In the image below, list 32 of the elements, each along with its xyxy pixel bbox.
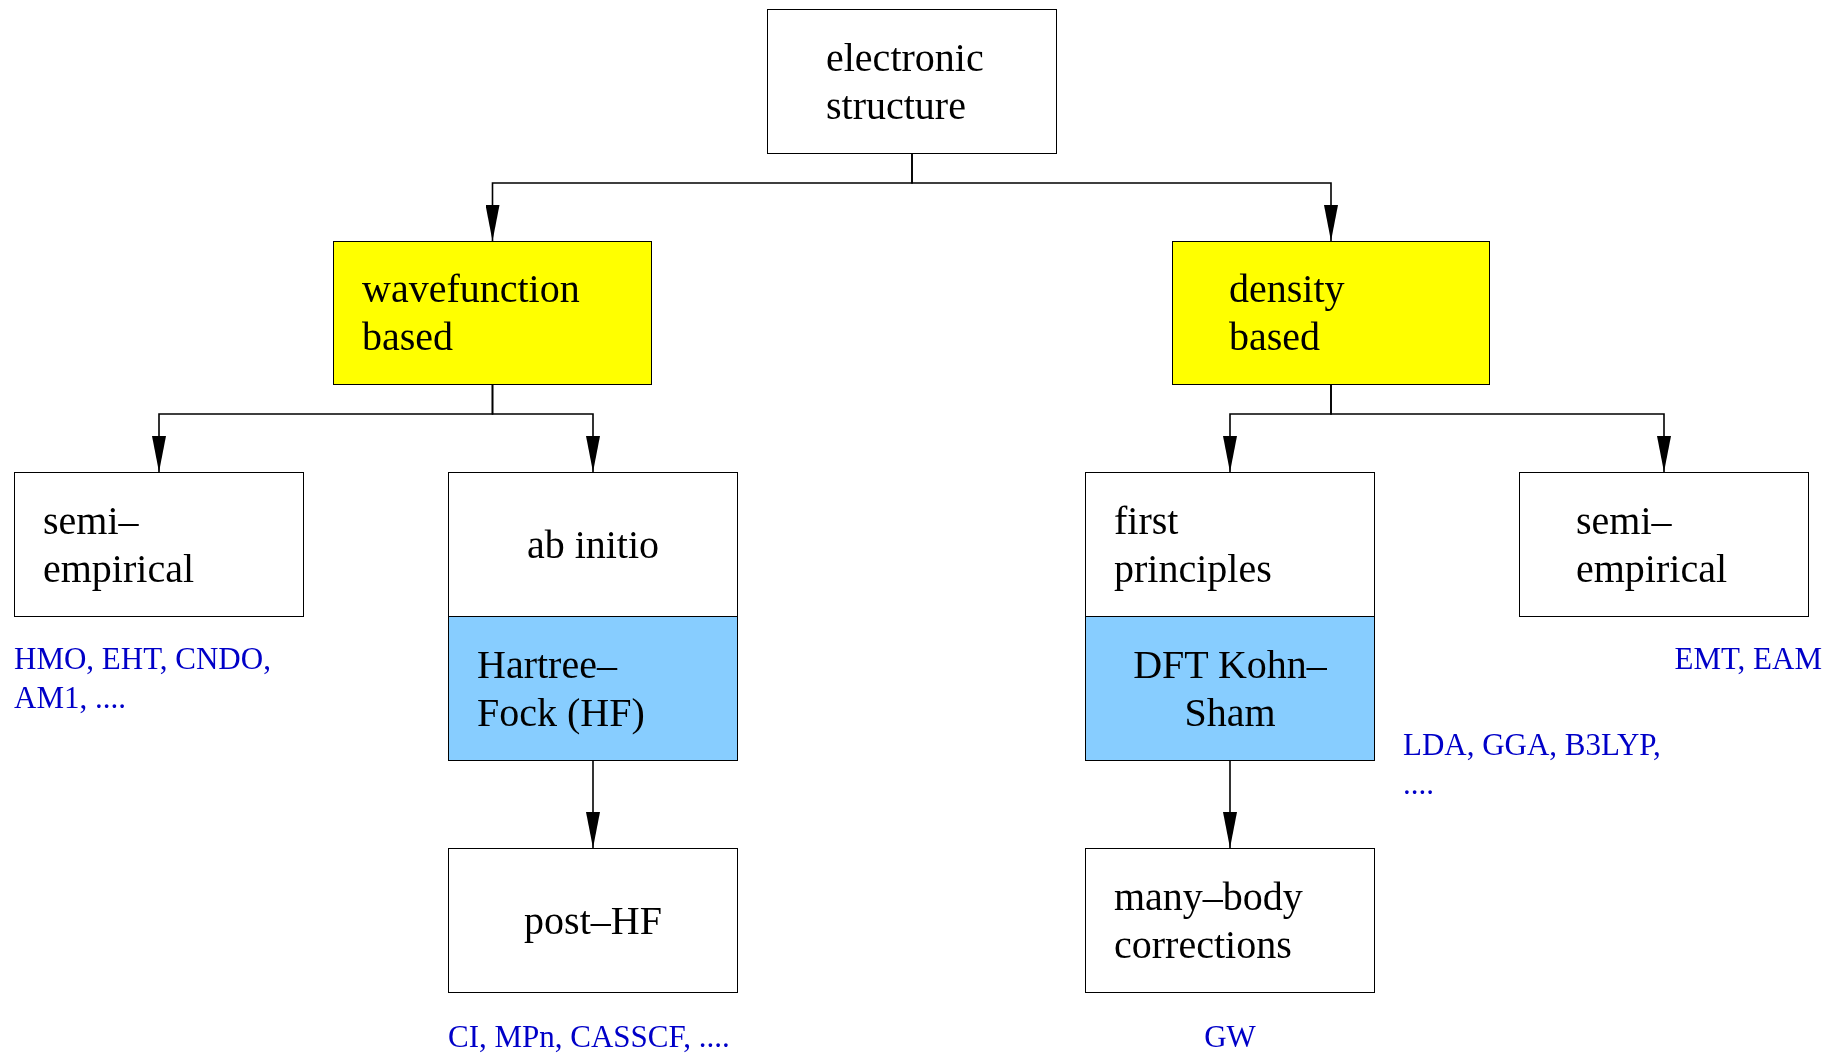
node-label: semi–empirical [43, 496, 196, 593]
arrow [911, 153, 1338, 242]
arrow [1330, 384, 1671, 473]
node-label: electronic structure [826, 33, 985, 130]
method-box [767, 9, 1057, 154]
method-box [448, 616, 738, 761]
method-box [448, 472, 738, 617]
node-label: post–HF [523, 896, 663, 945]
node-label: first principles [1114, 496, 1273, 593]
method-box [448, 848, 738, 993]
method-box [333, 241, 652, 385]
method-examples: LDA, GGA, B3LYP, .... [1403, 726, 1662, 803]
method-examples: EMT, EAM [1673, 640, 1822, 678]
arrow [1223, 760, 1237, 849]
arrow [586, 760, 600, 849]
method-examples: GW [1203, 1018, 1257, 1055]
node-label: ab initio [525, 520, 661, 569]
node-label: semi–empirical [1576, 496, 1729, 593]
node-label: Hartree–Fock (HF) [477, 640, 646, 737]
node-label: many–body corrections [1114, 872, 1304, 969]
method-box [1172, 241, 1490, 385]
method-box [14, 472, 304, 617]
method-box [1085, 472, 1375, 617]
node-label: wavefunction based [362, 265, 581, 361]
method-examples: HMO, EHT, CNDO, AM1, .... [14, 640, 272, 717]
method-box [1085, 848, 1375, 993]
method-box [1519, 472, 1809, 617]
method-examples: CI, MPn, CASSCF, .... [448, 1018, 731, 1055]
node-label: density based [1229, 265, 1346, 361]
node-label: DFT Kohn–Sham [1132, 640, 1328, 737]
method-box [1085, 616, 1375, 761]
arrow [491, 384, 600, 473]
